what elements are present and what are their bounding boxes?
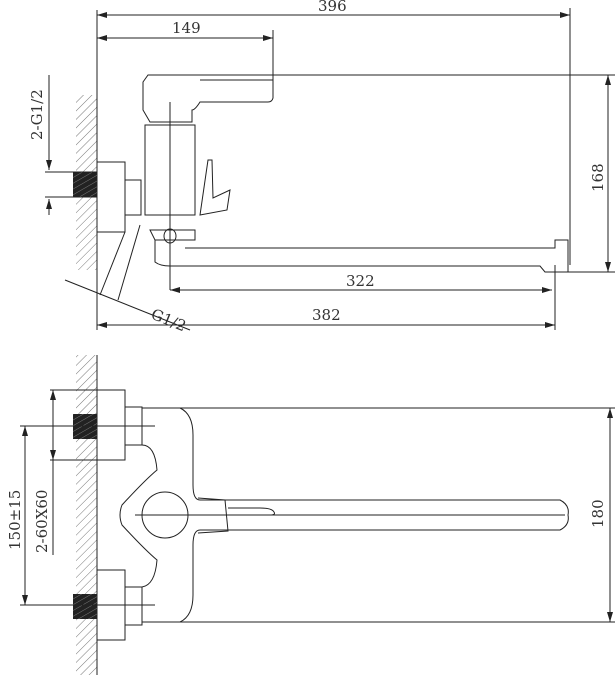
- dim-label-2g12: 2-G1/2: [28, 89, 46, 140]
- nut-lower: [124, 586, 143, 626]
- lever-handle: [135, 507, 275, 516]
- dim-label-322: 322: [346, 272, 375, 290]
- diverter-knob: [199, 159, 231, 216]
- inlet-thread: [73, 172, 97, 197]
- lever-handle: [142, 74, 274, 123]
- dim-label-149: 149: [172, 19, 201, 37]
- side-view: 396 149 G1/2 2-G1/2 168: [28, 0, 615, 335]
- dim-line-g12: [64, 279, 191, 331]
- dim-label-396: 396: [318, 0, 347, 15]
- shower-outlet: [99, 224, 141, 301]
- wall-hatch: [76, 355, 97, 675]
- wall-flange: [96, 161, 126, 233]
- dim-label-150: 150±15: [6, 490, 24, 550]
- wall-flange-upper: [96, 389, 126, 461]
- nut: [124, 179, 142, 216]
- shower-nut: [149, 229, 196, 241]
- top-view: 150±15 2-60X60 180: [6, 355, 615, 675]
- spout: [154, 239, 569, 273]
- valve-body-outline: [142, 407, 569, 623]
- dim-label-g12: G1/2: [149, 305, 189, 335]
- nut-face: [163, 228, 177, 244]
- dim-label-168: 168: [589, 163, 607, 192]
- dim-label-382: 382: [312, 306, 341, 324]
- dim-label-180: 180: [589, 499, 607, 528]
- inlet-thread-lower: [73, 594, 97, 619]
- body-waist: [119, 444, 158, 588]
- dim-label-60x60: 2-60X60: [33, 490, 51, 553]
